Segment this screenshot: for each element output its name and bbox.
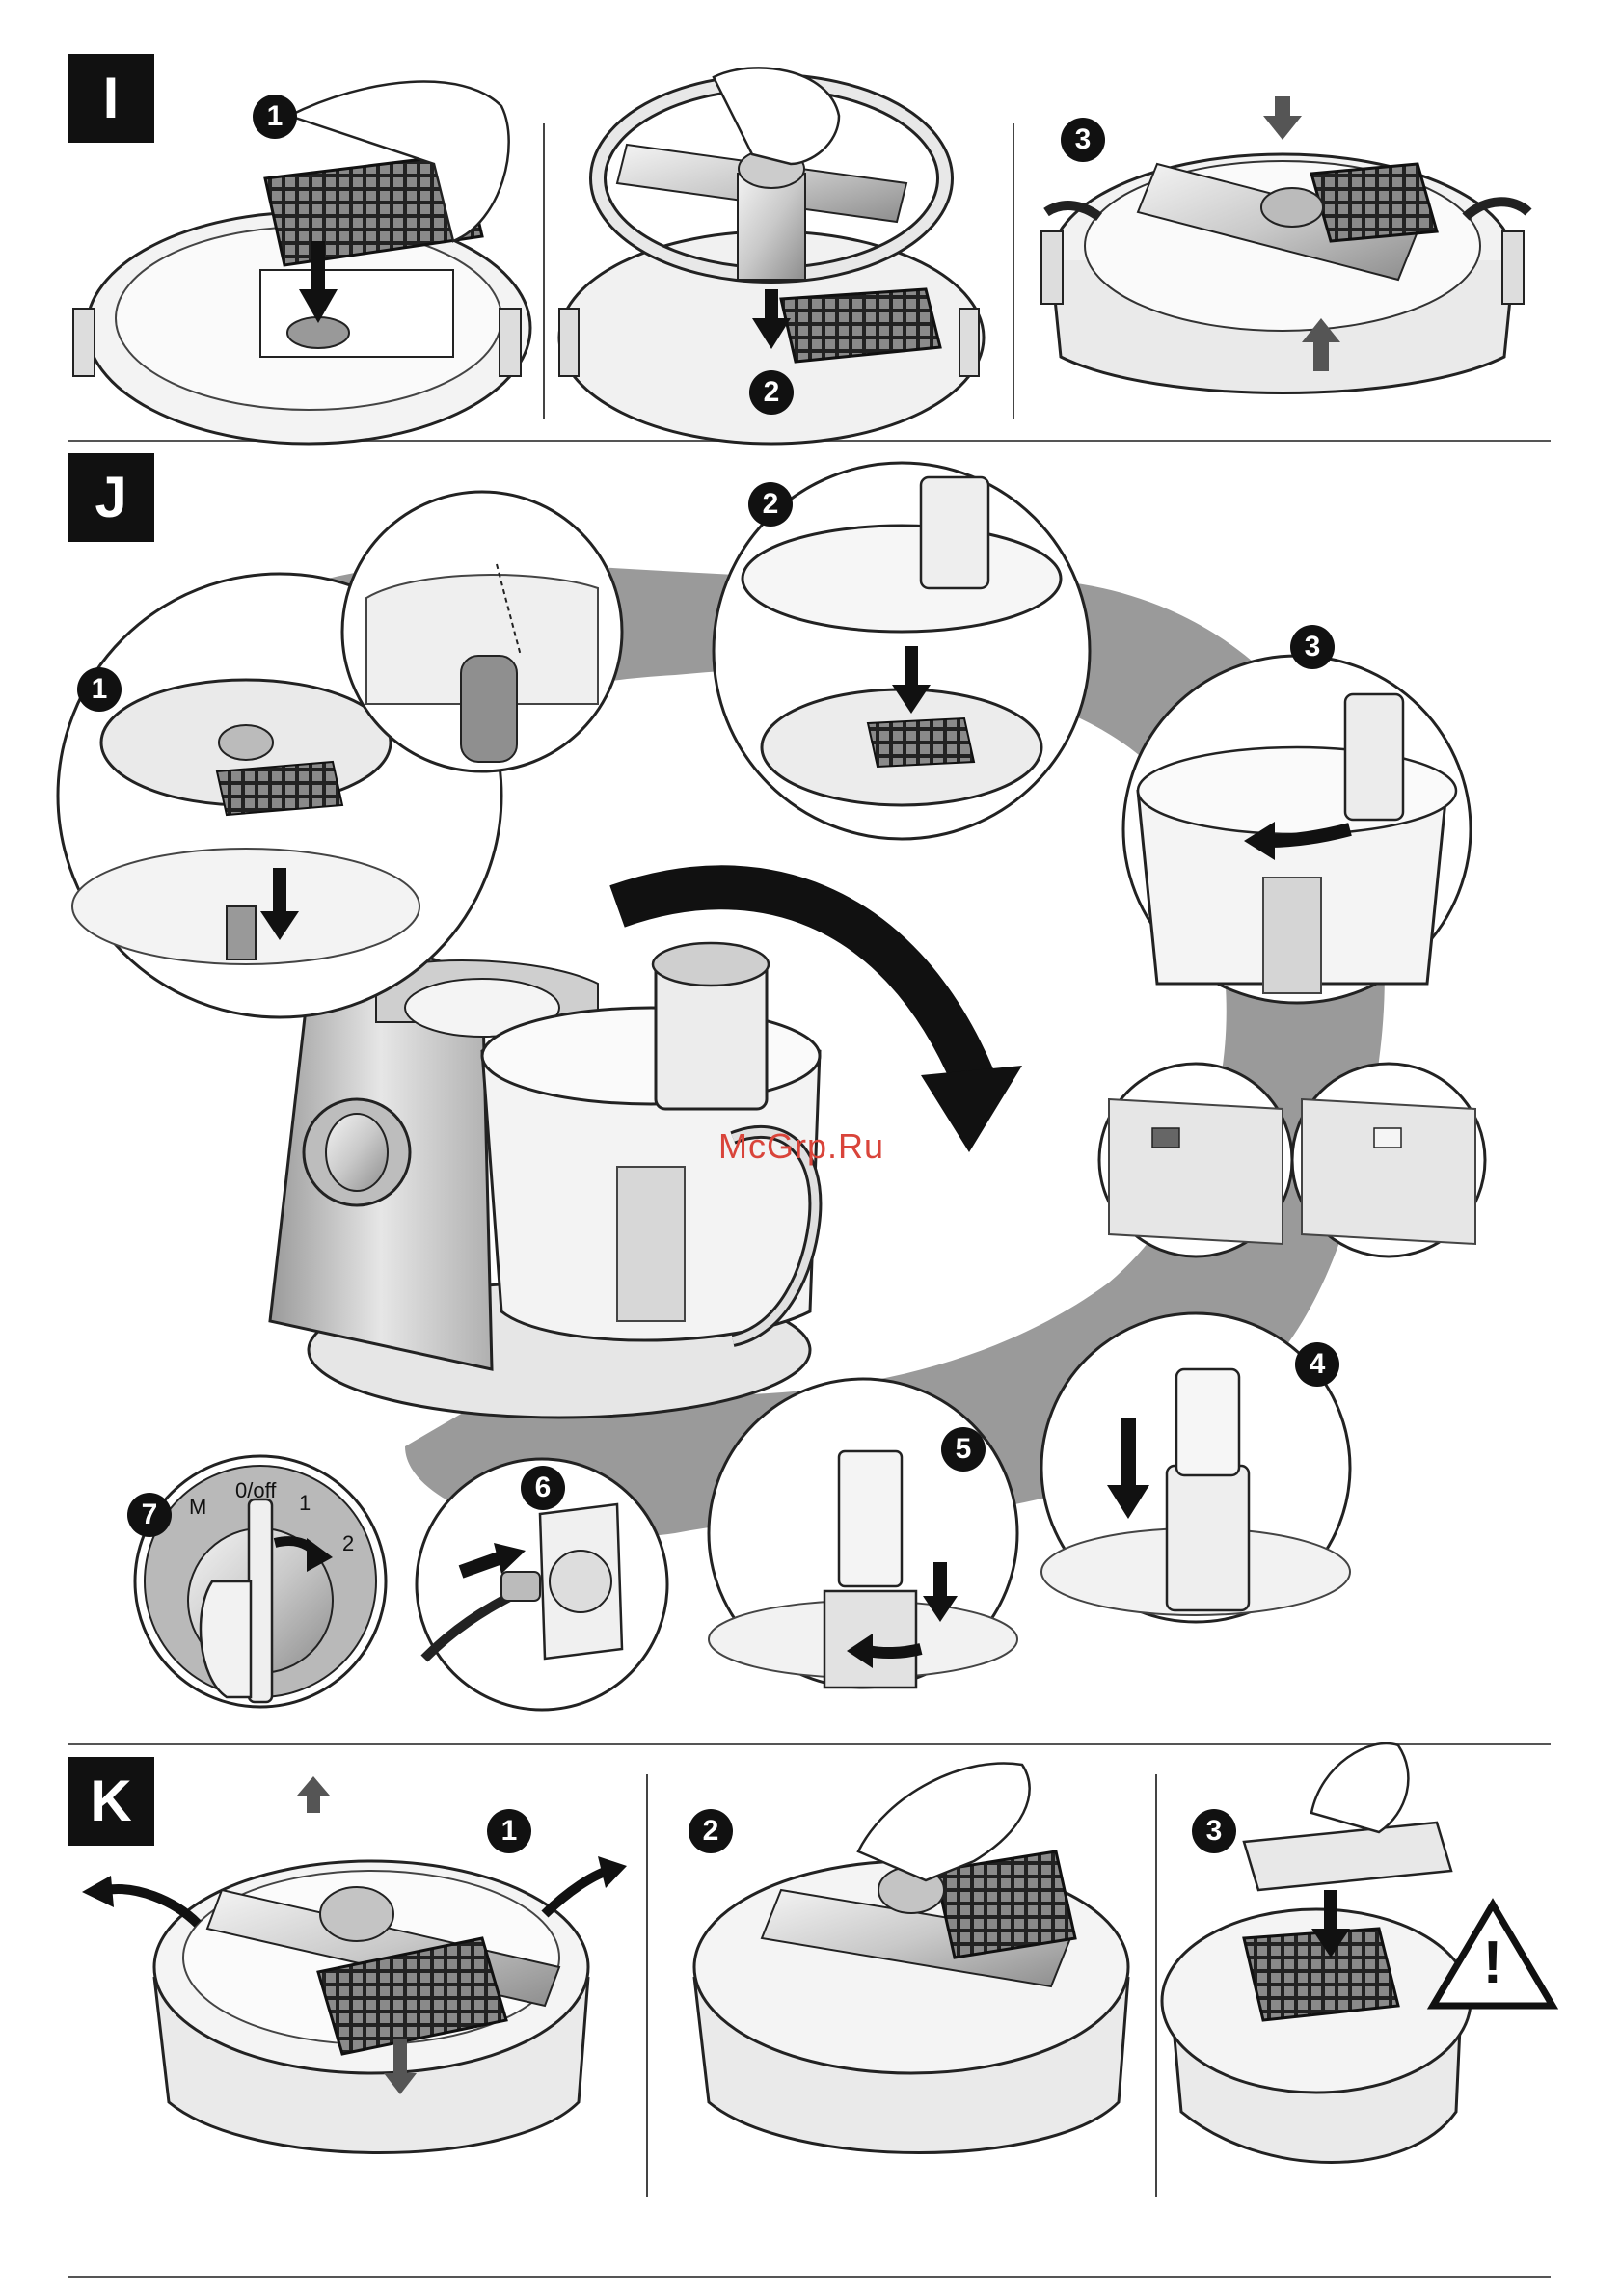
j-step-1-detail-inset — [342, 492, 622, 771]
j-step-5-badge: 5 — [941, 1427, 986, 1472]
food-processor-main — [270, 941, 820, 1418]
j-step-2-badge: 2 — [748, 482, 793, 527]
dial-label-m: M — [189, 1495, 206, 1520]
j-step-6-badge: 6 — [521, 1466, 565, 1510]
j-step-4-badge: 4 — [1295, 1342, 1339, 1387]
dial-label-off: 0/off — [235, 1478, 276, 1503]
section-i-panel-1 — [73, 82, 530, 444]
i-step-3-badge: 3 — [1061, 118, 1105, 162]
j-step-1-badge: 1 — [77, 667, 122, 712]
j-step-5-inset — [709, 1379, 1017, 1688]
j-step-3-inset — [1123, 656, 1471, 1003]
k-step-1-badge: 1 — [487, 1809, 531, 1853]
dial-label-2: 2 — [342, 1531, 354, 1556]
k-step-3-badge: 3 — [1192, 1809, 1236, 1853]
i-step-2-badge: 2 — [749, 370, 794, 415]
section-i-panel-3 — [1041, 96, 1528, 393]
j-step-7-badge: 7 — [127, 1493, 172, 1537]
dial-label-1: 1 — [299, 1491, 311, 1516]
section-k-panel-1 — [82, 1776, 627, 2153]
i-step-1-badge: 1 — [253, 95, 297, 139]
watermark-text: McGrp.Ru — [718, 1126, 884, 1167]
warning-exclamation-icon: ! — [1476, 1933, 1509, 1993]
section-k-panel-2 — [694, 1763, 1128, 2152]
k-step-2-badge: 2 — [689, 1809, 733, 1853]
j-step-3-badge: 3 — [1290, 625, 1335, 669]
